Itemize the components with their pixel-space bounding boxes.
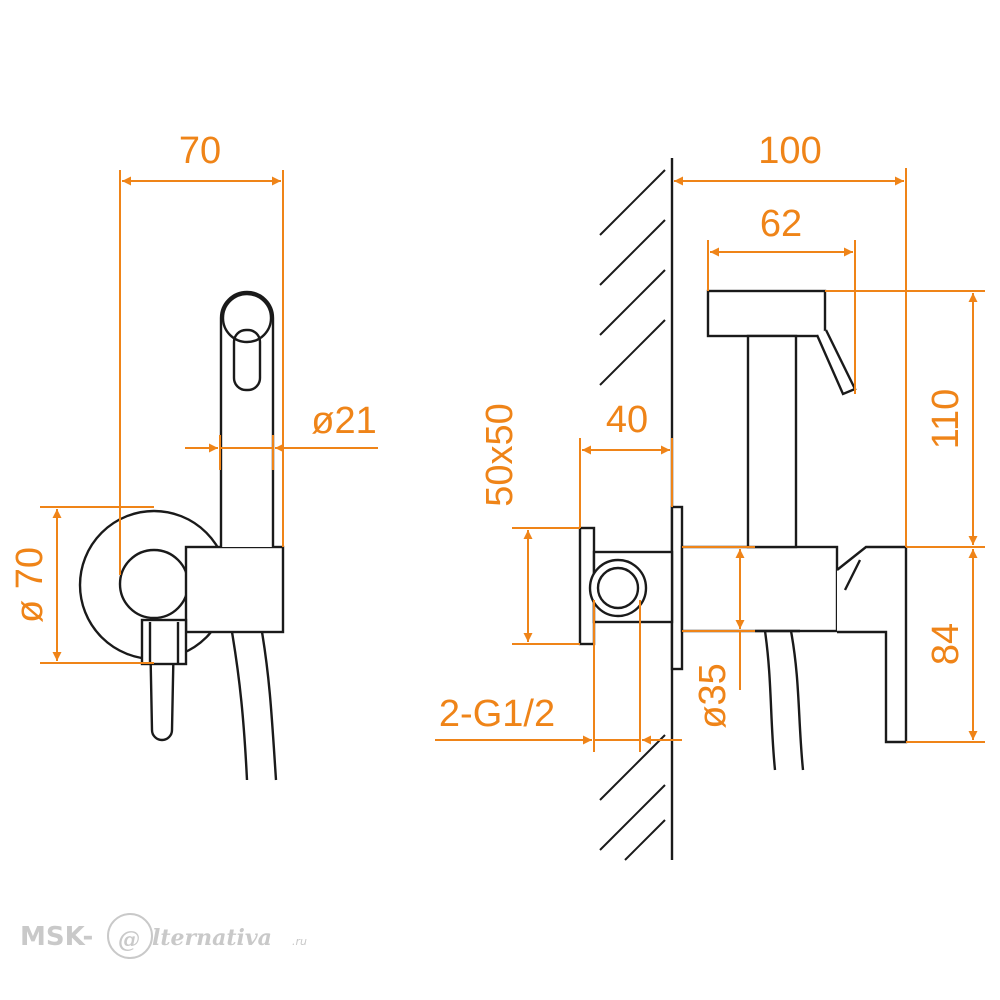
front-view [578, 158, 908, 861]
label-valve-depth: 40 [606, 399, 648, 441]
hose-right [260, 631, 278, 781]
label-holder-length: 62 [760, 203, 802, 245]
label-holder-height: 110 [925, 389, 967, 450]
dimension-lines [40, 168, 985, 752]
valve-body [680, 545, 839, 633]
mixer-body [184, 545, 285, 634]
watermark-logo: MSK- @ lternativa .ru [20, 913, 307, 959]
hose-front-right [789, 630, 805, 771]
label-nozzle: ø21 [311, 400, 376, 442]
side-lever [836, 545, 908, 744]
hose-left [230, 631, 249, 781]
holder-trigger [815, 329, 857, 396]
wall-hatch [599, 169, 666, 861]
watermark-tld: .ru [292, 935, 307, 948]
nozzle-head [221, 292, 273, 344]
label-flange: ø 70 [9, 547, 51, 623]
label-side-width: 70 [179, 130, 221, 172]
label-valve-height: 84 [925, 623, 967, 665]
watermark-at-ring [107, 913, 153, 959]
watermark-script: lternativa [152, 925, 272, 951]
watermark-prefix: MSK- [20, 922, 93, 952]
label-thread: 2-G1/2 [439, 693, 555, 735]
label-hose: ø35 [692, 663, 734, 728]
handle-knob [118, 548, 190, 620]
dimension-labels: 70 ø21 ø 70 100 62 50x50 40 110 84 ø35 2… [9, 130, 967, 735]
holder-top [706, 289, 827, 338]
label-total-depth: 100 [758, 130, 821, 172]
label-plate-size: 50x50 [479, 403, 521, 507]
holder-stem [746, 334, 798, 549]
watermark-at: @ [118, 927, 140, 953]
nozzle-slot [232, 328, 262, 392]
side-view [78, 290, 285, 781]
hose-front-left [763, 630, 777, 771]
wall-plate [670, 505, 684, 671]
lever-base [140, 618, 188, 666]
fitting-inner [596, 566, 640, 610]
